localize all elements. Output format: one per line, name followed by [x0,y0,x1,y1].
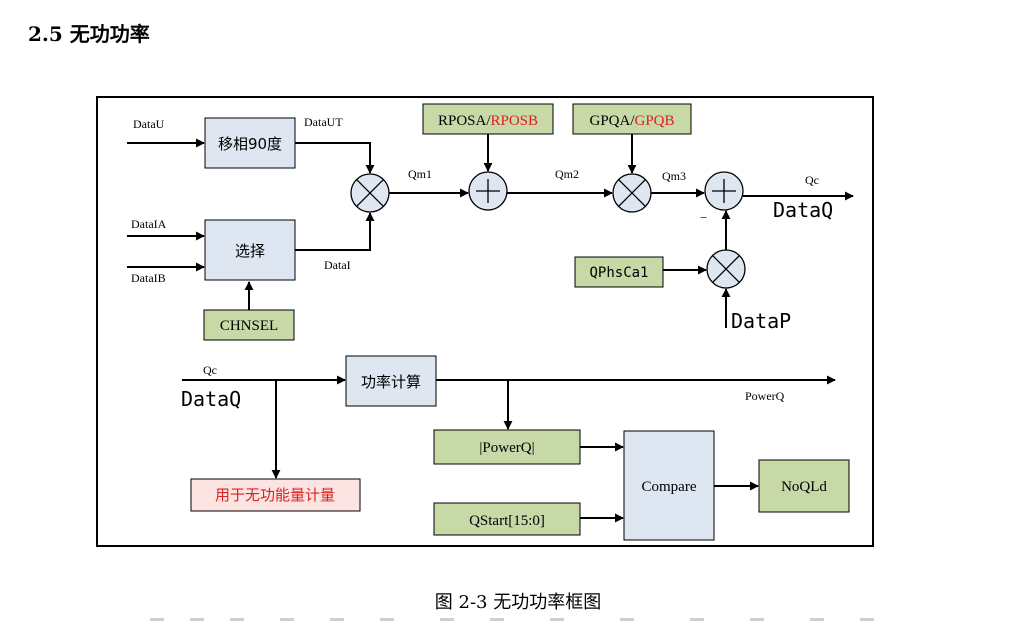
select-block: 选择 [204,219,296,281]
label-power-q: PowerQ [745,389,785,403]
label-data-q-bottom: DataQ [181,387,241,411]
label-data-q-top: DataQ [773,198,833,222]
label-qc-bottom: Qc [203,363,217,377]
diagram-frame [96,96,874,547]
svg-text:QStart[15:0]: QStart[15:0] [469,513,545,529]
signal-wires [127,134,854,523]
svg-text:Compare: Compare [642,479,697,495]
svg-text:功率计算: 功率计算 [361,373,421,391]
label-data-p: DataP [731,309,791,333]
rpos-register: RPOSA/RPOSB [422,103,554,135]
svg-text:QPhsCa1: QPhsCa1 [589,265,648,281]
qphscal-register: QPhsCa1 [574,256,664,288]
compare-block: Compare [623,430,715,541]
power-calc-block: 功率计算 [345,355,437,407]
svg-text:NoQLd: NoQLd [781,479,827,495]
svg-text:RPOSA/RPOSB: RPOSA/RPOSB [438,113,538,129]
svg-text:选择: 选择 [235,242,265,260]
svg-text:CHNSEL: CHNSEL [220,318,278,334]
label-qm3: Qm3 [662,169,686,183]
svg-text:GPQA/GPQB: GPQA/GPQB [589,113,674,129]
qstart-register: QStart[15:0] [433,502,581,536]
label-qc-top: Qc [805,173,819,187]
abs-powerq-register: |PowerQ| [433,429,581,465]
svg-text:移相90度: 移相90度 [218,135,282,153]
label-minus: − [700,210,707,225]
svg-text:|PowerQ|: |PowerQ| [479,440,534,456]
label-data-ia: DataIA [131,217,167,231]
label-data-ib: DataIB [131,271,166,285]
phase-shift-block: 移相90度 [204,117,296,169]
adder-2 [704,171,744,211]
multiplier-1 [350,173,390,213]
label-data-i: DataI [324,258,351,272]
adder-1 [468,171,508,211]
label-data-u: DataU [133,117,165,131]
section-heading: 2.5 无功功率 [28,22,150,46]
multiplier-2 [612,173,652,213]
label-qm1: Qm1 [408,167,432,181]
energy-metering-note: 用于无功能量计量 [190,478,361,512]
cut-off-text-line [150,612,880,625]
label-qm2: Qm2 [555,167,579,181]
gpq-register: GPQA/GPQB [572,103,692,135]
multiplier-3 [706,249,746,289]
chnsel-register: CHNSEL [203,309,295,341]
figure-caption: 图 2-3 无功功率框图 [434,592,602,613]
svg-text:用于无功能量计量: 用于无功能量计量 [215,486,335,504]
reactive-power-block-diagram: 移相90度 选择 CHNSEL RPOSA/RPOSB GPQA/GPQB QP… [96,96,874,547]
label-data-ut: DataUT [304,115,343,129]
noqld-register: NoQLd [758,459,850,513]
